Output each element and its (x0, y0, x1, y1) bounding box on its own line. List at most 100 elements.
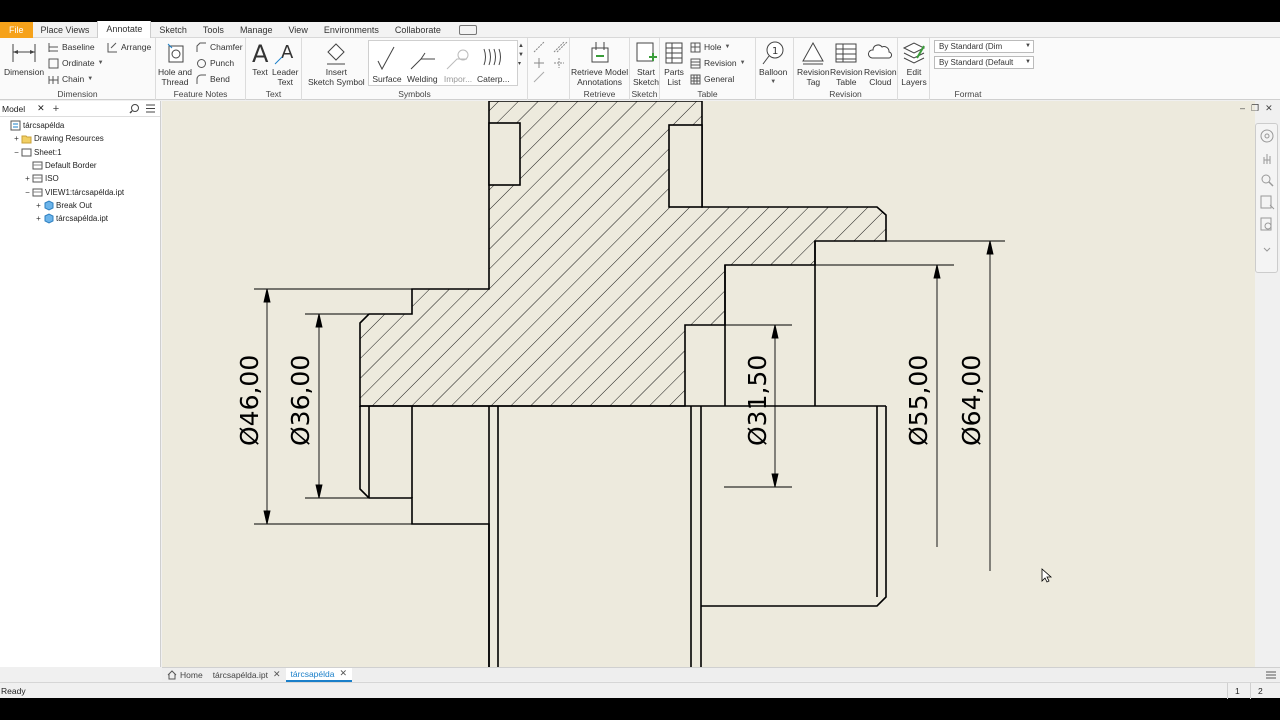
welding-button[interactable]: Welding (407, 43, 438, 84)
zoom-icon[interactable] (1259, 172, 1275, 188)
revision-table-icon (835, 43, 857, 63)
tab-collaborate[interactable]: Collaborate (394, 24, 441, 35)
tab-file[interactable]: File (0, 21, 33, 38)
revision-cloud-button[interactable]: Revision Cloud (864, 40, 897, 87)
panel-layers: Edit Layers (898, 38, 930, 100)
general-table-button[interactable]: General (690, 72, 734, 86)
browser-tree-item[interactable]: +tárcsapélda.ipt (34, 212, 108, 225)
browser-item-label: tárcsapélda (23, 121, 65, 130)
hole-thread-button[interactable]: Hole and Thread (158, 40, 192, 87)
section-view-drawing[interactable]: Ø46,00 Ø36,00 Ø31,50 Ø55,00 Ø64,00 (162, 101, 1255, 667)
tab-drawing-document[interactable]: tárcsapélda✕ (285, 667, 353, 682)
dim-diameter-55[interactable]: Ø55,00 (904, 355, 933, 446)
dimension-button[interactable]: Dimension (4, 40, 44, 77)
dim-diameter-36[interactable]: Ø36,00 (286, 355, 315, 446)
caterpillar-button[interactable]: Caterp... (477, 43, 510, 84)
revision-table-button[interactable]: Revision▼ (690, 56, 746, 70)
tab-tools[interactable]: Tools (202, 24, 224, 35)
zoom-window-icon[interactable] (1259, 216, 1275, 232)
tab-manage[interactable]: Manage (239, 24, 273, 35)
chamfer-button[interactable]: Chamfer (196, 40, 243, 54)
dim-diameter-64[interactable]: Ø64,00 (957, 355, 986, 446)
restore-icon[interactable]: ❐ (1251, 103, 1260, 113)
panel-text: A Text A Leader Text Text (246, 38, 302, 100)
panel-title-table: Table (697, 89, 718, 99)
expand-toggle-icon[interactable]: − (14, 147, 19, 157)
panel-format: By Standard (Dim▼ By Standard (Default▼ … (930, 38, 1034, 100)
expand-toggle-icon[interactable]: + (36, 214, 41, 224)
import-icon (446, 49, 469, 70)
expand-toggle-icon[interactable]: + (36, 200, 41, 210)
browser-tab-model[interactable]: Model (2, 103, 26, 114)
zoom-all-icon[interactable] (1259, 194, 1275, 210)
expand-toggle-icon[interactable]: + (25, 174, 30, 184)
hole-table-button[interactable]: Hole▼ (690, 40, 730, 54)
panel-symbols: Insert Sketch Symbol Surface Welding Imp… (302, 38, 528, 100)
arrange-button[interactable]: Arrange (107, 40, 151, 54)
home-icon (167, 669, 177, 679)
drawing-document-icon (10, 120, 21, 131)
part-icon (44, 200, 54, 211)
tab-place-views[interactable]: Place Views (40, 24, 90, 35)
browser-tree-item[interactable]: +ISO (23, 172, 59, 185)
menu-icon[interactable] (145, 103, 156, 114)
close-icon[interactable]: ✕ (339, 668, 348, 678)
tab-view[interactable]: View (288, 24, 308, 35)
tabs-menu-icon[interactable] (1265, 670, 1277, 680)
section-geometry[interactable] (359, 101, 887, 667)
dim-diameter-31-50[interactable]: Ø31,50 (743, 355, 772, 446)
pan-hand-icon[interactable] (1259, 150, 1275, 166)
add-tab-icon[interactable]: + (52, 102, 60, 115)
drawing-canvas[interactable]: Ø46,00 Ø36,00 Ø31,50 Ø55,00 Ø64,00 (162, 101, 1255, 667)
revision-table-big-button[interactable]: Revision Table (830, 40, 863, 87)
minimize-icon[interactable]: – (1240, 103, 1246, 113)
centerline-tools-icon[interactable] (530, 40, 570, 86)
browser-tree-item[interactable]: Default Border (23, 159, 97, 172)
layer-select[interactable]: By Standard (Default▼ (934, 56, 1034, 69)
close-icon[interactable]: ✕ (37, 103, 45, 113)
gallery-scroll-icon[interactable]: ▲▼▾ (518, 43, 524, 67)
import-button[interactable]: Impor... (443, 43, 473, 84)
leader-text-button[interactable]: A Leader Text (272, 42, 299, 87)
revision-cloud-icon (868, 44, 893, 59)
retrieve-model-annotations-button[interactable]: Retrieve Model Annotations (571, 40, 628, 87)
navbar-options-icon[interactable] (1259, 242, 1275, 258)
insert-sketch-symbol-button[interactable]: Insert Sketch Symbol (308, 40, 365, 87)
sheet-icon (21, 148, 32, 157)
panel-title-sketch: Sketch (631, 89, 658, 99)
tab-environments[interactable]: Environments (323, 24, 379, 35)
tab-home[interactable]: Home (162, 668, 208, 682)
browser-tree-item[interactable]: −Sheet:1 (12, 146, 61, 159)
tab-annotate[interactable]: Annotate (97, 21, 152, 38)
tab-sketch[interactable]: Sketch (159, 24, 187, 35)
close-icon[interactable]: ✕ (1265, 103, 1273, 113)
ordinate-button[interactable]: Ordinate▼ (48, 56, 104, 70)
bend-button[interactable]: Bend (196, 72, 230, 86)
parts-list-button[interactable]: Parts List (663, 40, 685, 87)
browser-tree-item[interactable]: +Drawing Resources (12, 132, 104, 145)
steering-wheel-icon[interactable] (1259, 128, 1275, 144)
expand-toggle-icon[interactable]: + (14, 134, 19, 144)
panel-revision: Revision Tag Revision Table Revision Clo… (794, 38, 898, 100)
expand-toggle-icon[interactable]: − (25, 187, 30, 197)
quick-access-dropdown-icon[interactable] (458, 24, 477, 35)
baseline-button[interactable]: Baseline (48, 40, 95, 54)
style-select[interactable]: By Standard (Dim▼ (934, 40, 1034, 53)
revision-tag-button[interactable]: Revision Tag (797, 40, 830, 87)
tab-part-document[interactable]: tárcsapélda.ipt✕ (212, 669, 281, 680)
surface-button[interactable]: Surface (372, 43, 402, 84)
search-icon[interactable] (129, 103, 140, 114)
close-icon[interactable]: ✕ (272, 669, 281, 679)
dim-diameter-46[interactable]: Ø46,00 (235, 355, 264, 446)
leader-text-icon: A (274, 42, 294, 65)
browser-tree-item[interactable]: −VIEW1:tárcsapélda.ipt (23, 186, 124, 199)
punch-button[interactable]: Punch (196, 56, 234, 70)
browser-tree-item[interactable]: +Break Out (34, 199, 92, 212)
chain-button[interactable]: Chain▼ (48, 72, 93, 86)
text-button[interactable]: A Text (252, 40, 269, 77)
browser-tree-item[interactable]: tárcsapélda (1, 119, 64, 132)
dimension-texts[interactable]: Ø46,00 Ø36,00 Ø31,50 Ø55,00 Ø64,00 (235, 355, 986, 446)
start-sketch-button[interactable]: Start Sketch (633, 40, 659, 87)
balloon-button[interactable]: 1 Balloon ▼ (759, 40, 787, 87)
edit-layers-button[interactable]: Edit Layers (901, 40, 927, 87)
